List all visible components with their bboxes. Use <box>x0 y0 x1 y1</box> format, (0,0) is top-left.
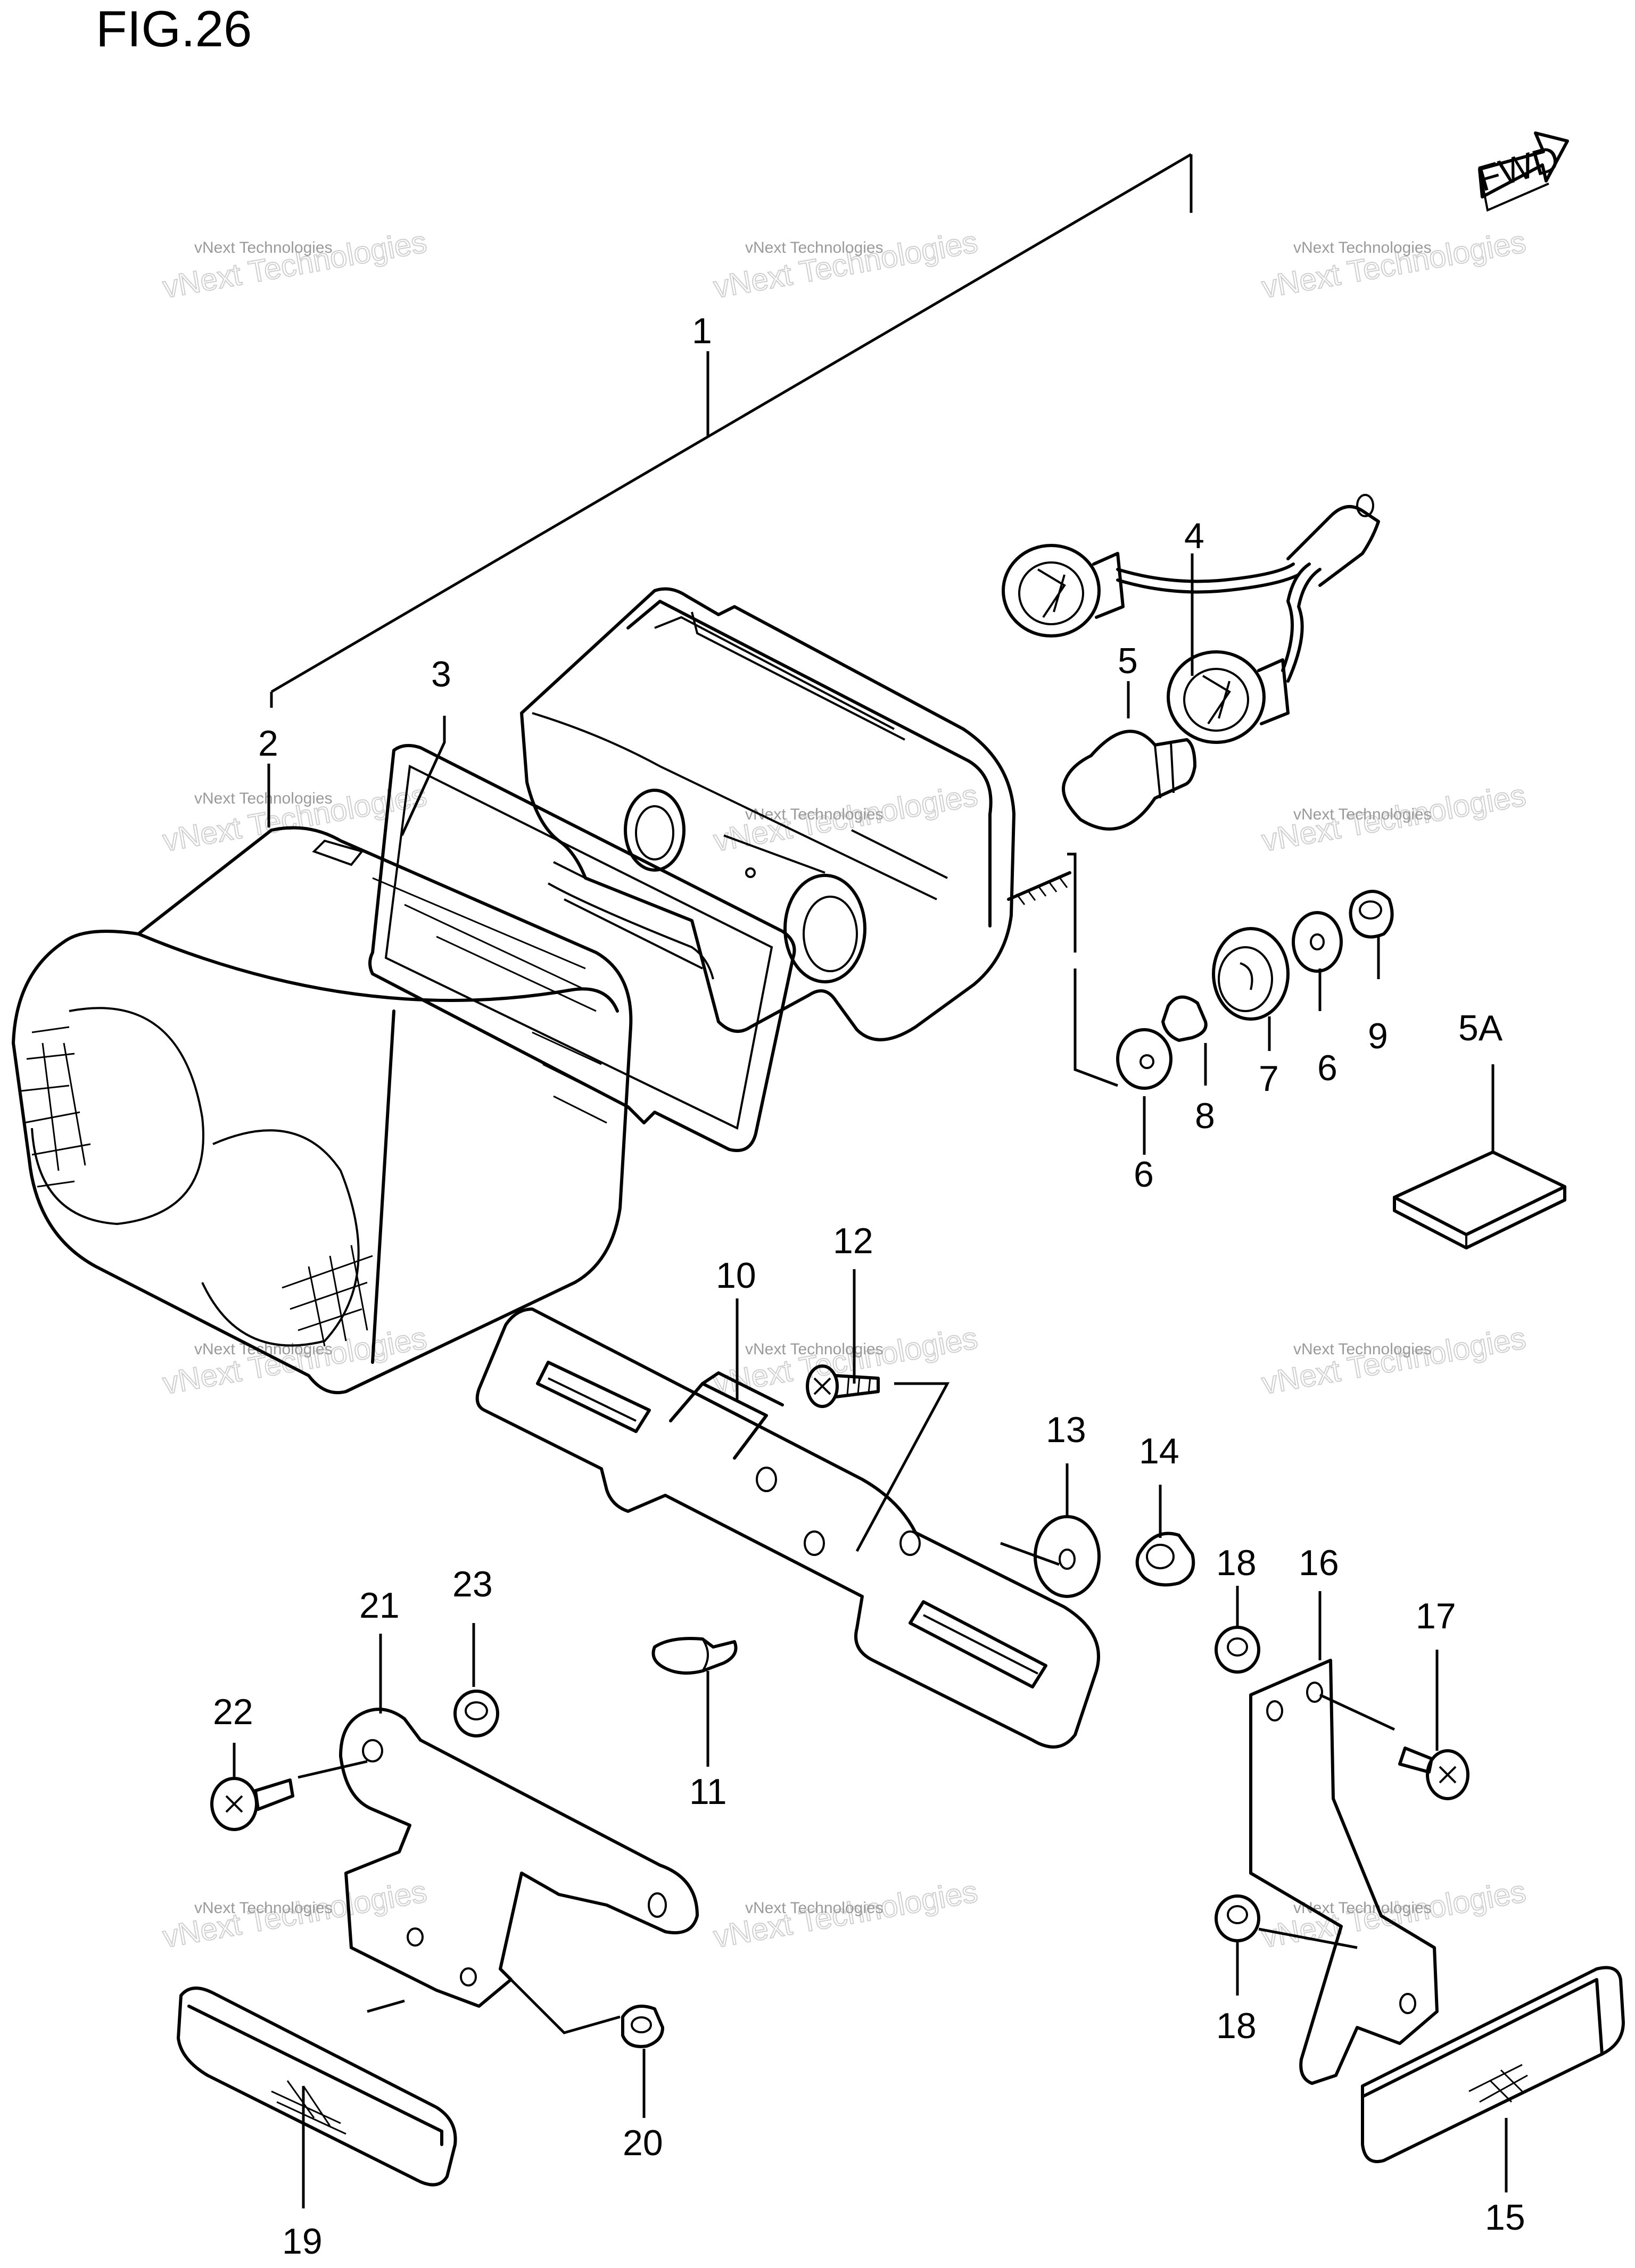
callout-7: 7 <box>1259 1058 1279 1099</box>
callout-15: 15 <box>1485 2197 1525 2238</box>
watermark-small: vNext Technologies <box>745 806 883 823</box>
callout-5: 5 <box>1118 641 1138 681</box>
callout-1: 1 <box>692 311 712 351</box>
nut-14 <box>1135 1532 1195 1587</box>
callout-23: 23 <box>452 1564 493 1604</box>
callout-3: 3 <box>431 654 451 694</box>
bulb <box>1062 730 1196 831</box>
callout-22: 22 <box>213 1692 253 1732</box>
watermark-small: vNext Technologies <box>194 239 333 256</box>
watermark-big: vNext Technologies <box>711 225 980 305</box>
callout-4: 4 <box>1184 516 1204 556</box>
clip <box>651 1637 738 1675</box>
right-reflector <box>1361 1966 1625 2163</box>
callout-5a: 5A <box>1458 1008 1503 1048</box>
hardware-washers <box>1067 852 1394 1090</box>
callout-12: 12 <box>833 1221 873 1261</box>
fwd-label: FWD <box>1473 138 1564 200</box>
callout-11: 11 <box>689 1772 727 1812</box>
callout-8: 8 <box>1195 1096 1215 1136</box>
watermark-big: vNext Technologies <box>160 225 430 305</box>
callout-leaders <box>233 553 1508 2208</box>
callout-14: 14 <box>1139 1431 1179 1471</box>
gasket <box>368 744 796 1152</box>
washer-13 <box>1034 1515 1101 1598</box>
left-reflector <box>177 1986 457 2187</box>
watermark-small: vNext Technologies <box>745 239 883 256</box>
assembly-leader <box>270 153 1193 708</box>
watermark-small: vNext Technologies <box>745 1340 883 1358</box>
socket-harness <box>1002 494 1380 744</box>
watermark-small: vNext Technologies <box>194 1899 333 1917</box>
watermark-small: vNext Technologies <box>1293 239 1432 256</box>
watermark-small: vNext Technologies <box>745 1899 883 1917</box>
watermark-big: vNext Technologies <box>1259 1321 1529 1401</box>
tail-lens <box>12 826 633 1394</box>
watermark-small: vNext Technologies <box>1293 1899 1432 1917</box>
callout-10: 10 <box>716 1255 756 1296</box>
license-bracket <box>475 1307 1100 1749</box>
callout-16: 16 <box>1299 1543 1339 1583</box>
watermark-big: vNext Technologies <box>160 1321 430 1401</box>
callout-6-upper: 6 <box>1317 1048 1337 1088</box>
label-plate <box>1393 1150 1566 1249</box>
callout-18-lower: 18 <box>1216 2006 1257 2046</box>
callout-17: 17 <box>1416 1596 1456 1636</box>
watermark-small: vNext Technologies <box>194 790 333 807</box>
callout-13: 13 <box>1046 1410 1086 1450</box>
callout-19: 19 <box>282 2221 323 2262</box>
callout-labels: 1 2 3 4 5 5A 6 6 7 8 9 10 11 12 13 14 15… <box>213 311 1525 2262</box>
lamp-housing <box>520 587 1071 1041</box>
callout-20: 20 <box>623 2123 663 2163</box>
callout-2: 2 <box>258 723 278 764</box>
callout-9: 9 <box>1368 1016 1388 1056</box>
watermark-small: vNext Technologies <box>1293 1340 1432 1358</box>
fwd-arrow-icon: FWD <box>1473 131 1569 212</box>
screw-12 <box>806 1364 880 1408</box>
watermark-big: vNext Technologies <box>1259 225 1529 305</box>
callout-6-lower: 6 <box>1134 1154 1154 1195</box>
figure-title: FIG.26 <box>96 1 252 57</box>
left-bracket <box>210 1690 699 2048</box>
right-bracket <box>1215 1626 1469 2085</box>
watermark-small: vNext Technologies <box>1293 806 1432 823</box>
callout-21: 21 <box>359 1585 400 1626</box>
callout-18-upper: 18 <box>1216 1543 1257 1583</box>
